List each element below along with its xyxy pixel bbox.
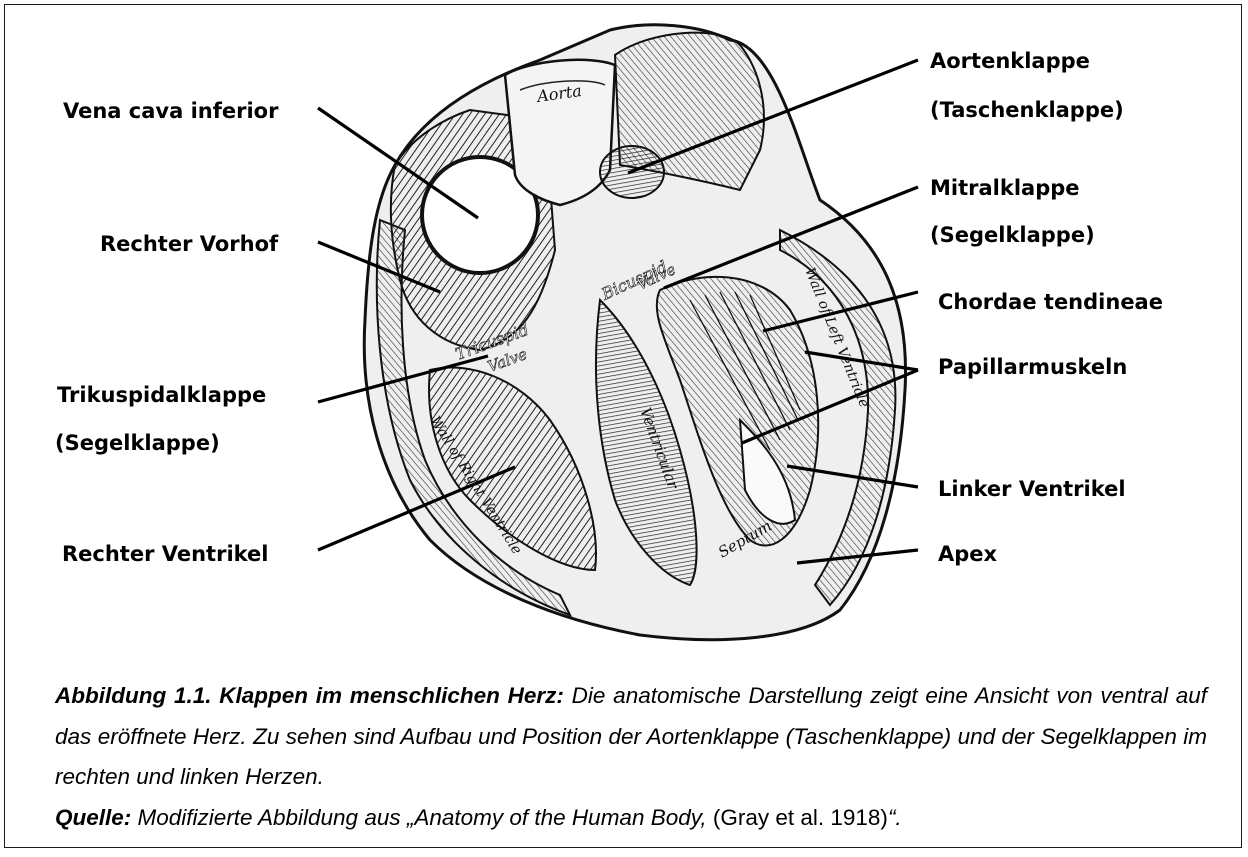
label-trikuspidalklappe: Trikuspidalklappe (57, 376, 266, 414)
caption-source-text: Modifizierte Abbildung aus „Anatomy of t… (131, 805, 706, 830)
label-trikuspidalklappe-sub: (Segelklappe) (55, 424, 220, 462)
caption-title: Abbildung 1.1. Klappen im menschlichen H… (55, 683, 564, 708)
caption-source-end: “. (888, 805, 902, 830)
caption-source-label: Quelle: (55, 805, 131, 830)
caption-source-citation: (Gray et al. 1918) (707, 805, 888, 830)
label-rechter-ventrikel: Rechter Ventrikel (62, 535, 269, 573)
label-vena-cava-inferior: Vena cava inferior (63, 92, 278, 130)
label-aortenklappe-sub: (Taschenklappe) (930, 91, 1124, 129)
label-mitralklappe-sub: (Segelklappe) (930, 216, 1095, 254)
label-papillarmuskeln: Papillarmuskeln (938, 348, 1127, 386)
label-linker-ventrikel: Linker Ventrikel (938, 470, 1126, 508)
label-rechter-vorhof: Rechter Vorhof (100, 225, 278, 263)
label-mitralklappe: Mitralklappe (930, 169, 1080, 207)
figure-caption: Abbildung 1.1. Klappen im menschlichen H… (55, 676, 1207, 838)
label-chordae-tendineae: Chordae tendineae (938, 283, 1163, 321)
label-aortenklappe: Aortenklappe (930, 42, 1090, 80)
label-apex: Apex (938, 535, 997, 573)
